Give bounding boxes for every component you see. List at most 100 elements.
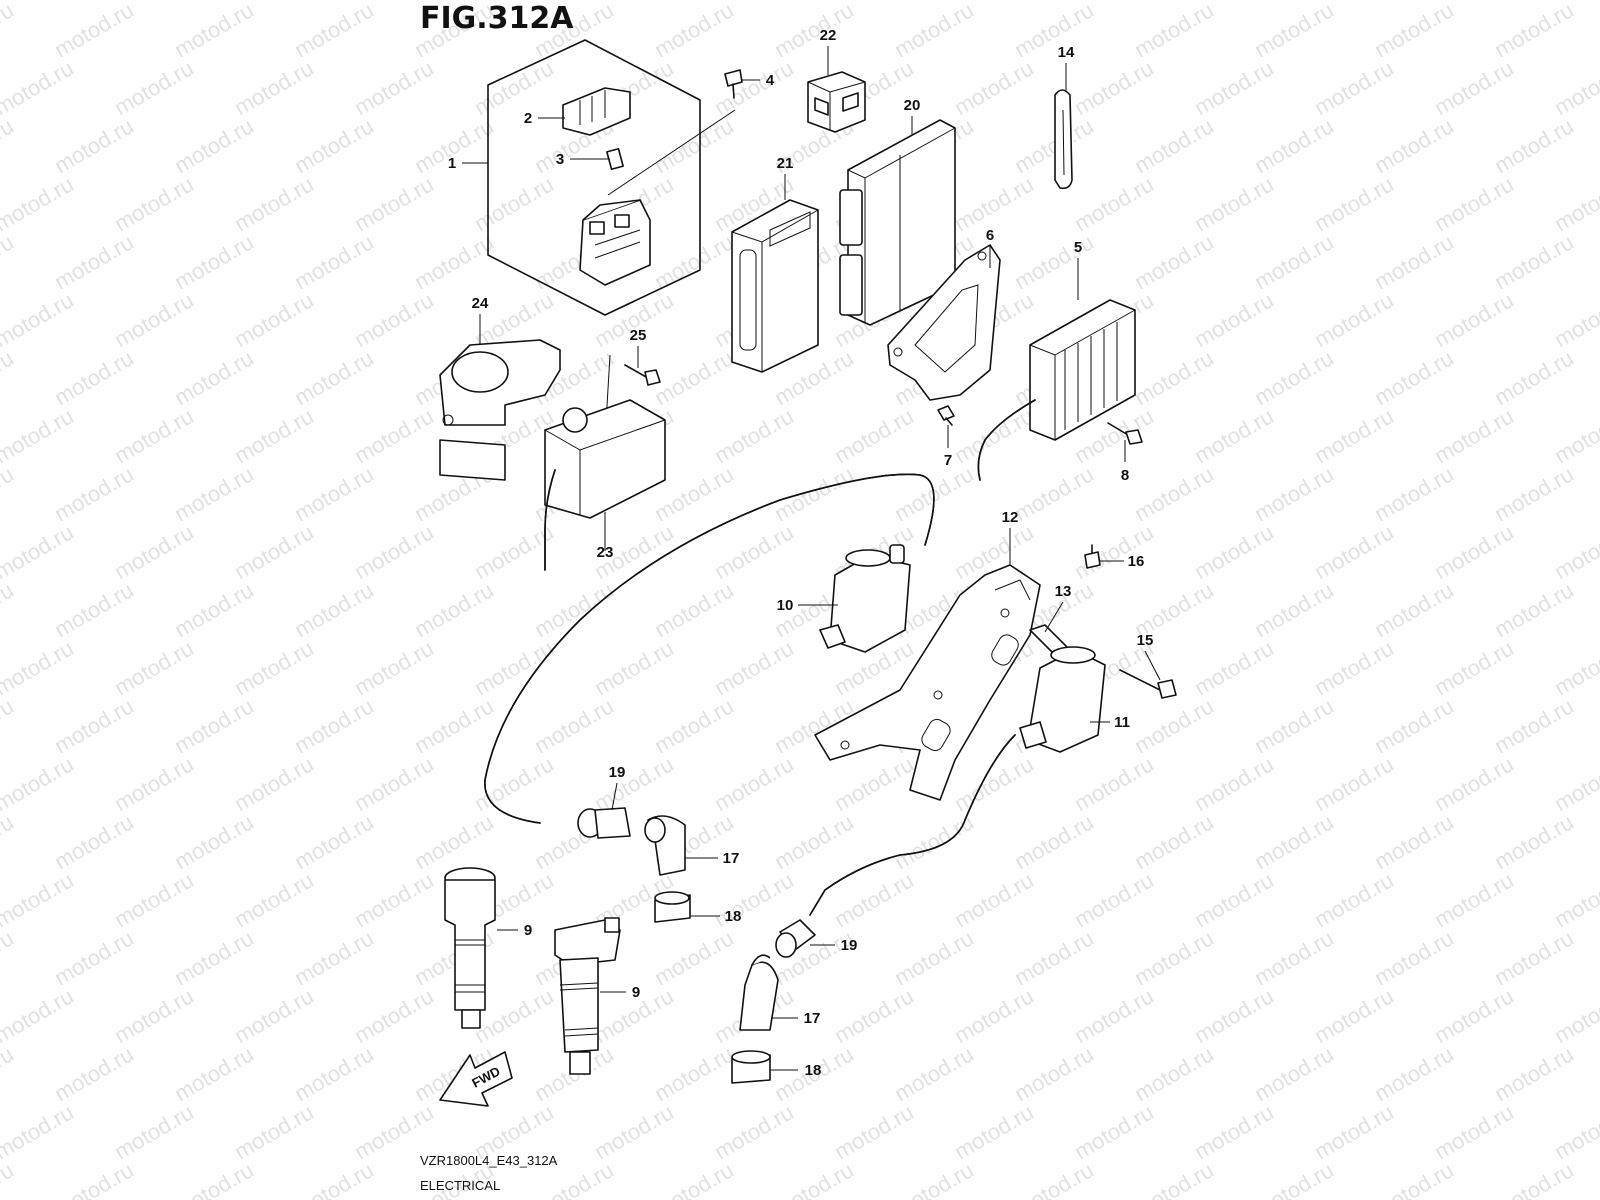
watermark-text: motod.ru	[1310, 1099, 1398, 1164]
watermark-text: motod.ru	[50, 345, 138, 410]
watermark-text: motod.ru	[1010, 229, 1098, 294]
watermark-text: motod.ru	[1250, 461, 1338, 526]
watermark-text: motod.ru	[890, 1041, 978, 1106]
part-12-coil-bracket	[814, 564, 1041, 801]
watermark-text: motod.ru	[110, 635, 198, 700]
callout-number-9: 9	[632, 984, 640, 1001]
watermark-text: motod.ru	[1190, 983, 1278, 1048]
watermark-text: motod.ru	[470, 55, 558, 120]
callout-number-6: 6	[986, 227, 994, 244]
watermark-text: motod.ru	[1250, 577, 1338, 642]
ht-cable-left	[484, 473, 935, 824]
watermark-text: motod.ru	[170, 461, 258, 526]
watermark-text: motod.ru	[1310, 867, 1398, 932]
watermark-text: motod.ru	[1490, 577, 1578, 642]
part-2-relay-cover	[562, 87, 631, 136]
watermark-text: motod.ru	[1550, 751, 1600, 816]
watermark-text: motod.ru	[1310, 287, 1398, 352]
callout-number-18: 18	[805, 1062, 822, 1079]
watermark-text: motod.ru	[0, 55, 78, 120]
watermark-text: motod.ru	[1130, 925, 1218, 990]
watermark-text: motod.ru	[1430, 55, 1518, 120]
part-9-stick-coil-right	[554, 917, 621, 1075]
watermark-text: motod.ru	[1010, 113, 1098, 178]
watermark-text: motod.ru	[1430, 519, 1518, 584]
watermark-text: motod.ru	[1250, 1041, 1338, 1106]
watermark-text: motod.ru	[470, 751, 558, 816]
watermark-text: motod.ru	[1430, 403, 1518, 468]
watermark-text: motod.ru	[650, 0, 738, 62]
watermark-text: motod.ru	[1190, 1099, 1278, 1164]
watermark-text: motod.ru	[1430, 171, 1518, 236]
watermark-text: motod.ru	[890, 925, 978, 990]
watermark-text: motod.ru	[1130, 693, 1218, 758]
callout-number-17: 17	[804, 1010, 821, 1027]
watermark-text: motod.ru	[290, 809, 378, 874]
watermark-text: motod.ru	[290, 0, 378, 62]
watermark-text: motod.ru	[0, 693, 18, 758]
watermark-text: motod.ru	[1190, 751, 1278, 816]
part-23-module	[544, 399, 666, 571]
callout-number-4: 4	[766, 72, 775, 89]
watermark-text: motod.ru	[1310, 171, 1398, 236]
watermark-text: motod.ru	[1370, 229, 1458, 294]
figure-title: FIG.312A	[420, 1, 574, 36]
watermark-text: motod.ru	[1010, 0, 1098, 62]
watermark-text: motod.ru	[1190, 287, 1278, 352]
watermark-text: motod.ru	[290, 229, 378, 294]
watermark-text: motod.ru	[1370, 577, 1458, 642]
watermark-text: motod.ru	[1130, 1041, 1218, 1106]
watermark-text: motod.ru	[1190, 635, 1278, 700]
callout-number-25: 25	[630, 327, 647, 344]
watermark-text: motod.ru	[290, 113, 378, 178]
watermark-text: motod.ru	[0, 635, 78, 700]
watermark-text: motod.ru	[350, 867, 438, 932]
watermark-text: motod.ru	[1010, 1041, 1098, 1106]
watermark-text: motod.ru	[170, 345, 258, 410]
watermark-text: motod.ru	[170, 809, 258, 874]
part-18-ring-lower	[731, 1050, 771, 1084]
part-4-screw	[724, 69, 743, 99]
watermark-text: motod.ru	[590, 1099, 678, 1164]
watermark-text: motod.ru	[530, 577, 618, 642]
watermark-text: motod.ru	[0, 287, 78, 352]
watermark-text: motod.ru	[950, 403, 1038, 468]
watermark-text: motod.ru	[50, 1041, 138, 1106]
watermark-text: motod.ru	[1370, 1157, 1458, 1200]
callout-number-15: 15	[1137, 632, 1154, 649]
watermark-text: motod.ru	[1550, 1099, 1600, 1164]
callout-number-5: 5	[1074, 239, 1082, 256]
watermark-text: motod.ru	[170, 925, 258, 990]
watermark-text: motod.ru	[50, 925, 138, 990]
part-18-ring-upper	[654, 891, 691, 923]
watermark-text: motod.ru	[650, 113, 738, 178]
watermark-text: motod.ru	[1250, 693, 1338, 758]
watermark-text: motod.ru	[710, 751, 798, 816]
watermark-text: motod.ru	[290, 1157, 378, 1200]
watermark-text: motod.ru	[830, 1099, 918, 1164]
watermark-text: motod.ru	[1490, 113, 1578, 178]
watermark-text: motod.ru	[0, 0, 78, 4]
callout-number-9: 9	[524, 922, 532, 939]
watermark-text: motod.ru	[1130, 809, 1218, 874]
watermark-text: motod.ru	[1070, 1099, 1158, 1164]
watermark-text: motod.ru	[1550, 403, 1600, 468]
watermark-text: motod.ru	[1550, 287, 1600, 352]
watermark-text: motod.ru	[1190, 403, 1278, 468]
watermark-text: motod.ru	[1250, 0, 1338, 62]
watermark-text: motod.ru	[0, 983, 78, 1048]
watermark-text: motod.ru	[1490, 1041, 1578, 1106]
watermark-text: motod.ru	[350, 635, 438, 700]
watermark-text: motod.ru	[1190, 867, 1278, 932]
watermark-text: motod.ru	[290, 925, 378, 990]
part-7-screw	[937, 405, 955, 426]
watermark-text: motod.ru	[1250, 1157, 1338, 1200]
watermark-text: motod.ru	[0, 345, 18, 410]
part-6-bracket	[887, 244, 1001, 401]
watermark-text: motod.ru	[710, 55, 798, 120]
watermark-text: motod.ru	[1130, 345, 1218, 410]
watermark-text: motod.ru	[170, 229, 258, 294]
watermark-text: motod.ru	[0, 1041, 18, 1106]
watermark-text: motod.ru	[1490, 229, 1578, 294]
